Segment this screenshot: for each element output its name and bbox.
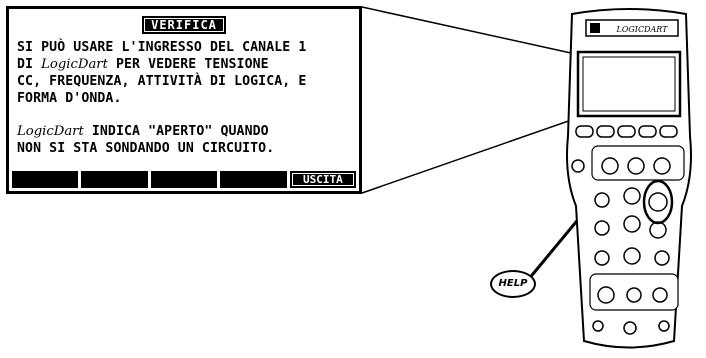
screen-title: VERIFICA <box>9 14 359 34</box>
screen-paragraph-1: SI PUÒ USARE L'INGRESSO DEL CANALE 1 DI L… <box>17 39 353 107</box>
para2-line1: LogicDart INDICA "APERTO" QUANDO <box>17 124 269 139</box>
device-screen-zoom: VERIFICA SI PUÒ USARE L'INGRESSO DEL CAN… <box>6 6 362 194</box>
product-logo-inline: LogicDart <box>41 57 108 72</box>
device-softkey-row[interactable] <box>575 125 678 138</box>
product-logo-inline-2: LogicDart <box>17 124 84 139</box>
para1-line3: CC, FREQUENZA, ATTIVITÀ DI LOGICA, E <box>17 74 307 89</box>
function-buttons <box>571 157 671 175</box>
para2-line2: NON SI STA SONDANDO UN CIRCUITO. <box>17 141 275 156</box>
softkey-1[interactable] <box>12 171 79 188</box>
screen-paragraph-2: LogicDart INDICA "APERTO" QUANDO NON SI S… <box>17 123 353 157</box>
para1-line1: SI PUÒ USARE L'INGRESSO DEL CANALE 1 <box>17 40 307 55</box>
softkey-bar: USCITA <box>12 171 357 188</box>
brand-logo-icon <box>590 23 600 33</box>
mode-buttons <box>597 286 668 304</box>
exit-softkey[interactable]: USCITA <box>289 171 357 188</box>
softkey-4[interactable] <box>220 171 287 188</box>
softkey-2[interactable] <box>81 171 148 188</box>
brand-strip <box>585 19 679 37</box>
device-display <box>576 50 682 118</box>
help-callout: HELP <box>490 270 536 298</box>
brand-name: LOGICDART <box>616 25 669 34</box>
probe-inputs <box>592 320 670 335</box>
handheld-device: LOGICDART <box>566 8 692 349</box>
help-button-highlight <box>642 179 674 225</box>
navigation-cluster <box>594 187 670 266</box>
para1-line4: FORMA D'ONDA. <box>17 91 122 106</box>
softkey-3[interactable] <box>150 171 218 188</box>
para1-line2: DI LogicDart PER VEDERE TENSIONE <box>17 57 269 72</box>
